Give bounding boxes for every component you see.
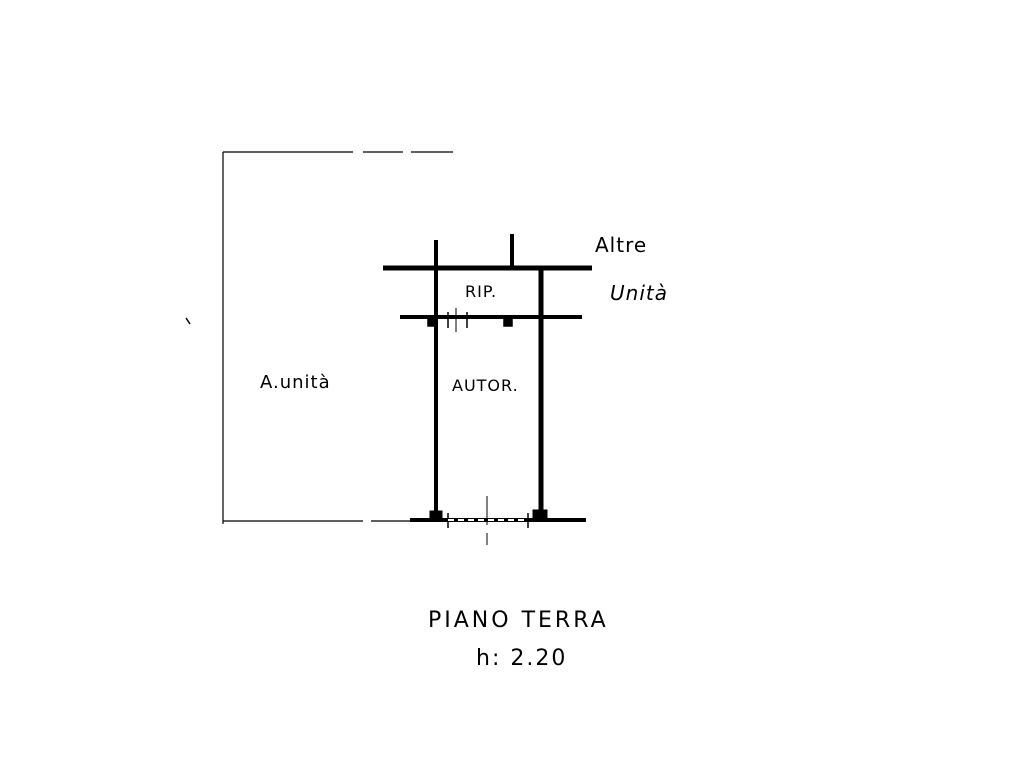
room-label-garage: AUTOR. [452,376,519,395]
label-other-units-2: Unità [610,281,668,305]
plan-height: h: 2.20 [476,646,568,671]
tick-mark [185,317,191,325]
label-other-units-1: Altre [595,233,648,257]
room-label-left-unit: A.unità [260,372,331,393]
adjacent-unit-boundary [222,151,453,524]
door-opening-rip [427,308,513,332]
garage-door [429,496,548,545]
room-label-storage: RIP. [465,282,498,301]
plan-title: PIANO TERRA [428,608,609,633]
